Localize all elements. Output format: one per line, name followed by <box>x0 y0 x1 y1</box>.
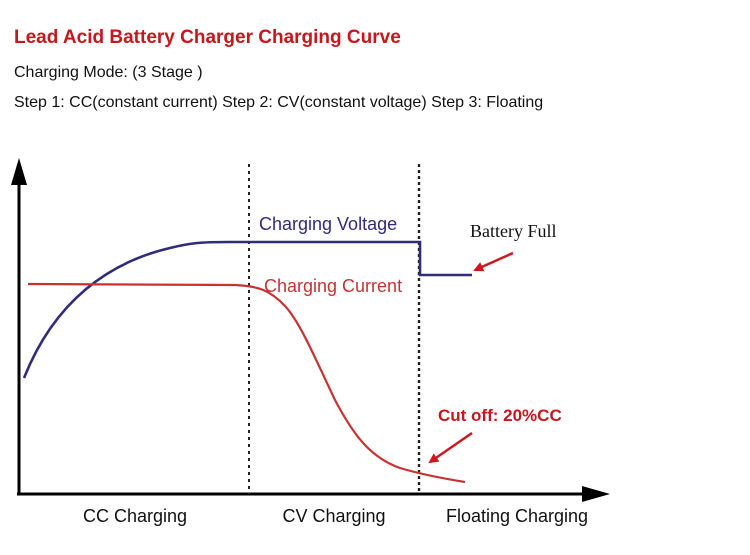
y-axis-arrowhead <box>11 158 27 185</box>
voltage-label: Charging Voltage <box>259 214 397 234</box>
cutoff-arrow <box>428 432 473 464</box>
page-title: Lead Acid Battery Charger Charging Curve <box>14 27 401 48</box>
stage-label-cv: CV Charging <box>282 506 385 526</box>
charging-voltage-curve <box>22 240 472 379</box>
stage-label-floating: Floating Charging <box>446 506 588 526</box>
cutoff-label: Cut off: 20%CC <box>438 406 562 425</box>
steps-text: Step 1: CC(constant current) Step 2: CV(… <box>14 94 544 111</box>
x-axis-arrowhead <box>582 486 610 502</box>
current-label: Charging Current <box>264 276 402 296</box>
battery-full-label: Battery Full <box>470 221 557 241</box>
charging-mode-text: Charging Mode: (3 Stage ) <box>14 64 203 81</box>
stage-label-cc: CC Charging <box>83 506 187 526</box>
charging-current-curve <box>27 282 466 484</box>
battery-full-arrow <box>473 251 514 272</box>
